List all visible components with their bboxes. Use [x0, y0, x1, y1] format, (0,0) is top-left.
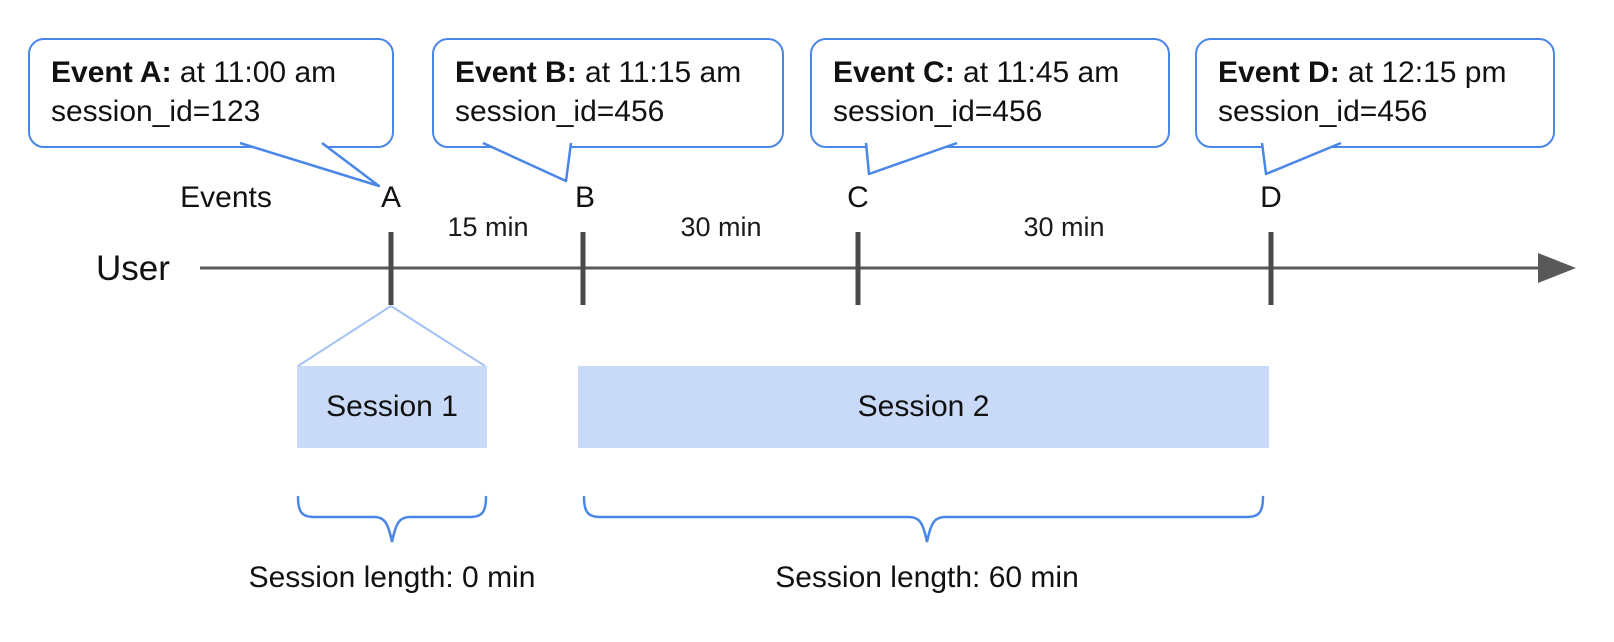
event-b-title: Event B:	[455, 56, 577, 89]
event-b-time: at 11:15 am	[576, 56, 742, 89]
interval-c-d-label: 30 min	[1023, 212, 1105, 242]
events-row-label: Events	[180, 181, 272, 214]
session-1-length-label: Session length: 0 min	[248, 561, 536, 594]
tick-label-a: A	[380, 181, 402, 214]
interval-a-b-label: 15 min	[447, 212, 529, 242]
session-1-brace	[296, 495, 488, 543]
tick-label-d: D	[1260, 181, 1282, 214]
tick-label-c: C	[847, 181, 869, 214]
event-b-session-id: session_id=456	[455, 95, 665, 128]
timeline-arrowhead-icon	[1538, 253, 1576, 283]
session-2-brace	[582, 495, 1265, 543]
session-1-funnel-right-line	[390, 305, 486, 367]
event-d-time: at 12:15 pm	[1339, 56, 1507, 89]
session-1-bar: Session 1	[297, 366, 487, 448]
session-1-label: Session 1	[326, 390, 458, 423]
interval-b-c-label: 30 min	[680, 212, 762, 242]
event-a-callout-line1: Event A: at 11:00 am	[51, 53, 372, 92]
event-a-session-id: session_id=123	[51, 95, 261, 128]
event-b-callout-tail	[482, 141, 573, 183]
event-d-callout: Event D: at 12:15 pm session_id=456	[1195, 38, 1555, 148]
event-a-title: Event A:	[51, 56, 172, 89]
event-a-callout: Event A: at 11:00 am session_id=123	[28, 38, 394, 148]
session-2-length-label: Session length: 60 min	[775, 561, 1079, 594]
session-2-label: Session 2	[857, 390, 990, 423]
session-2-bar: Session 2	[578, 366, 1269, 448]
event-d-title: Event D:	[1218, 56, 1340, 89]
user-timeline-label: User	[96, 249, 170, 288]
event-d-callout-line1: Event D: at 12:15 pm	[1218, 53, 1533, 92]
event-a-callout-tail	[239, 141, 381, 188]
event-c-time: at 11:45 am	[954, 56, 1120, 89]
session-1-funnel-left-line	[297, 305, 392, 367]
event-b-callout: Event B: at 11:15 am session_id=456	[432, 38, 784, 148]
event-a-time: at 11:00 am	[171, 56, 337, 89]
event-c-session-id: session_id=456	[833, 95, 1043, 128]
event-c-title: Event C:	[833, 56, 955, 89]
event-c-callout: Event C: at 11:45 am session_id=456	[810, 38, 1170, 148]
event-c-callout-line1: Event C: at 11:45 am	[833, 53, 1148, 92]
event-b-callout-line1: Event B: at 11:15 am	[455, 53, 762, 92]
event-d-session-id: session_id=456	[1218, 95, 1428, 128]
tick-label-b: B	[574, 181, 596, 214]
